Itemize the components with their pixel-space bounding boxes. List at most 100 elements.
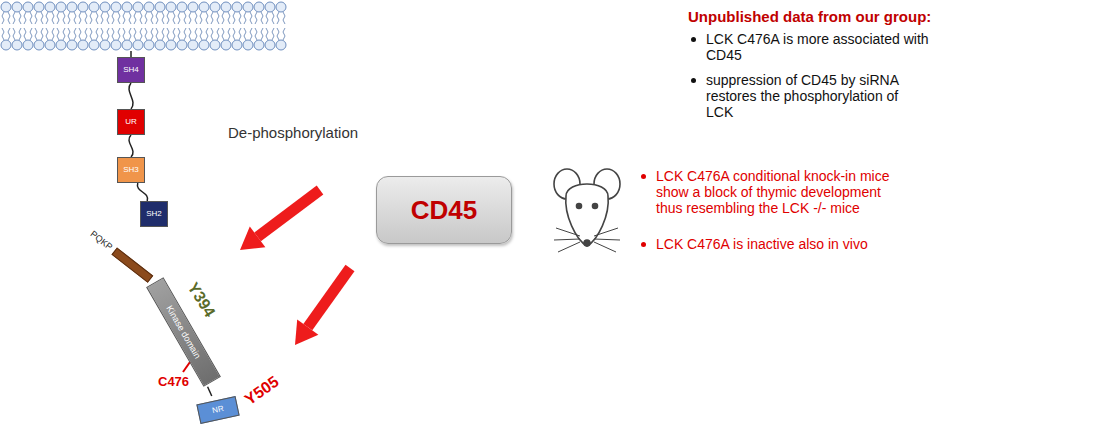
lipid-tail (217, 12, 219, 24)
lipid-tail (8, 28, 10, 40)
lipid-tail (57, 12, 59, 24)
lipid-tail (195, 28, 197, 40)
lipid-tail (156, 12, 158, 24)
lipid-head (34, 2, 44, 12)
node-label: CD45 (411, 197, 477, 223)
lipid-tail (250, 12, 252, 24)
chain-line (129, 135, 133, 157)
lipid-membrane (1, 2, 286, 50)
lipid-tail (46, 12, 48, 24)
lipid-head (122, 40, 132, 50)
lipid-head (34, 40, 44, 50)
lipid-tail (222, 28, 224, 40)
lipid-head (199, 40, 209, 50)
lipid-tail (96, 12, 98, 24)
lipid-head (23, 40, 33, 50)
lipid-tail (255, 12, 257, 24)
lipid-tail (134, 12, 136, 24)
lipid-tail (266, 28, 268, 40)
bullet-dot (691, 78, 696, 83)
lipid-tail (123, 12, 125, 24)
residue-leader (183, 362, 190, 372)
lipid-head (1, 2, 11, 12)
lipid-tail (140, 28, 142, 40)
lipid-tail (41, 28, 43, 40)
lipid-tail (35, 12, 37, 24)
lipid-tail (112, 12, 114, 24)
lipid-tail (277, 12, 279, 24)
lipid-tail (283, 12, 285, 24)
lipid-head (144, 2, 154, 12)
lipid-tail (255, 28, 257, 40)
node-label: PQKP (89, 229, 114, 251)
bullet-note: suppression of CD45 by siRNA restores th… (706, 72, 921, 120)
lipid-tail (85, 28, 87, 40)
lipid-head (89, 40, 99, 50)
chain-connector (137, 183, 147, 201)
lipid-tail (90, 28, 92, 40)
lipid-tail (189, 12, 191, 24)
lipid-head (155, 40, 165, 50)
lipid-tail (140, 12, 142, 24)
lipid-head (89, 2, 99, 12)
note-heading: Unpublished data from our group: (688, 8, 1008, 25)
lipid-tail (151, 28, 153, 40)
lipid-tail (118, 28, 120, 40)
lipid-tail (79, 28, 81, 40)
lipid-tail (228, 28, 230, 40)
lipid-tail (52, 12, 54, 24)
sh3-domain: SH3 (117, 157, 145, 183)
lipid-tail (233, 28, 235, 40)
lipid-head (155, 2, 165, 12)
lipid-tail (68, 28, 70, 40)
bullet-note: LCK C476A is inactive also in vivo (656, 236, 936, 252)
lipid-tail (200, 28, 202, 40)
lipid-tail (222, 12, 224, 24)
lipid-head (265, 2, 275, 12)
chain-line (129, 83, 133, 109)
lipid-head (133, 2, 143, 12)
chain-connector (129, 135, 133, 157)
lipid-tail (239, 12, 241, 24)
lipid-tail (90, 12, 92, 24)
kinase-domain: Kinase domain (146, 277, 221, 387)
lipid-tail (239, 28, 241, 40)
chain-connector (208, 387, 212, 396)
bullet-dot (641, 174, 646, 179)
lipid-tail (277, 28, 279, 40)
mouse-icon (554, 169, 620, 252)
lipid-tail (24, 28, 26, 40)
linker-bar (112, 247, 154, 282)
lipid-tail (101, 28, 103, 40)
lipid-tail (261, 12, 263, 24)
lipid-head (45, 2, 55, 12)
lipid-tail (173, 28, 175, 40)
bullet-dot (691, 37, 696, 42)
lipid-tail (151, 12, 153, 24)
lipid-tail (19, 28, 21, 40)
dephosphorylation-arrow (240, 190, 320, 250)
lipid-tail (2, 28, 4, 40)
lipid-head (67, 2, 77, 12)
lipid-tail (272, 28, 274, 40)
lipid-tail (156, 28, 158, 40)
lipid-tail (41, 12, 43, 24)
lipid-tail (244, 12, 246, 24)
lipid-head (45, 40, 55, 50)
lipid-tail (63, 12, 65, 24)
lipid-tail (52, 28, 54, 40)
lipid-head (166, 40, 176, 50)
lipid-tail (68, 12, 70, 24)
lipid-tail (19, 12, 21, 24)
chain-connector (129, 83, 133, 109)
lipid-tail (162, 28, 164, 40)
chain-line (137, 183, 147, 201)
process-label: De-phosphorylation (228, 124, 358, 141)
lipid-tail (233, 12, 235, 24)
lipid-tail (206, 28, 208, 40)
lipid-tail (35, 28, 37, 40)
lipid-head (254, 40, 264, 50)
lipid-head (243, 40, 253, 50)
lipid-tail (79, 12, 81, 24)
lipid-head (133, 40, 143, 50)
